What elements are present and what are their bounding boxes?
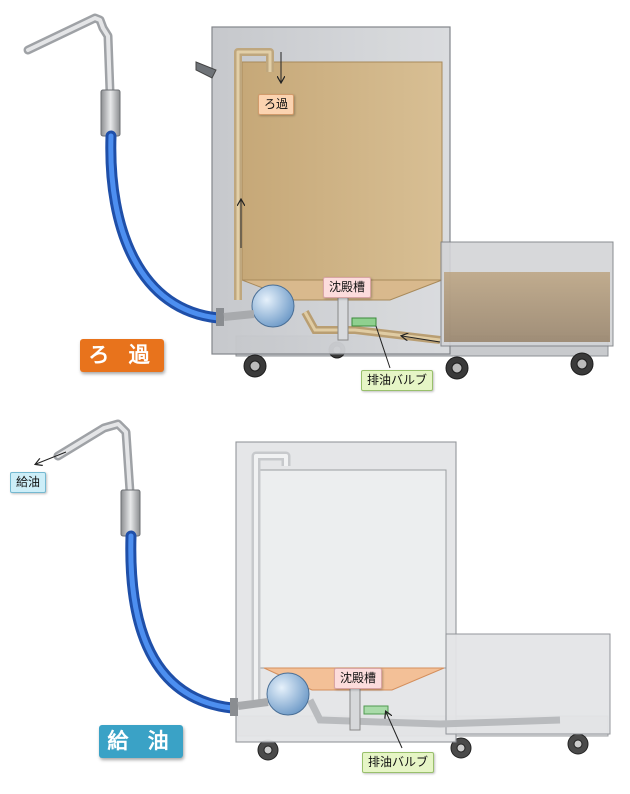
top-side-tank-oil [444,272,610,342]
label-sediment-tank-bottom: 沈殿槽 [334,668,383,689]
bottom-filter-tank [259,469,447,669]
top-machine [23,13,614,380]
section-title-supply: 給 油 [99,725,183,758]
label-drain-valve-bottom: 排油バルブ [362,752,435,773]
label-oil-supply: 給油 [10,472,47,493]
top-pump [251,284,295,328]
label-sediment-tank-top: 沈殿槽 [323,277,372,298]
bottom-wheels [257,733,589,761]
top-blue-hose [105,130,224,324]
bottom-blue-hose [125,530,238,714]
label-filter: ろ過 [258,94,295,115]
bottom-pump [266,672,310,716]
section-title-filter: ろ 過 [80,339,164,372]
bottom-machine [36,419,611,761]
bottom-side-tank [445,633,611,735]
label-drain-valve-top: 排油バルブ [361,370,434,391]
